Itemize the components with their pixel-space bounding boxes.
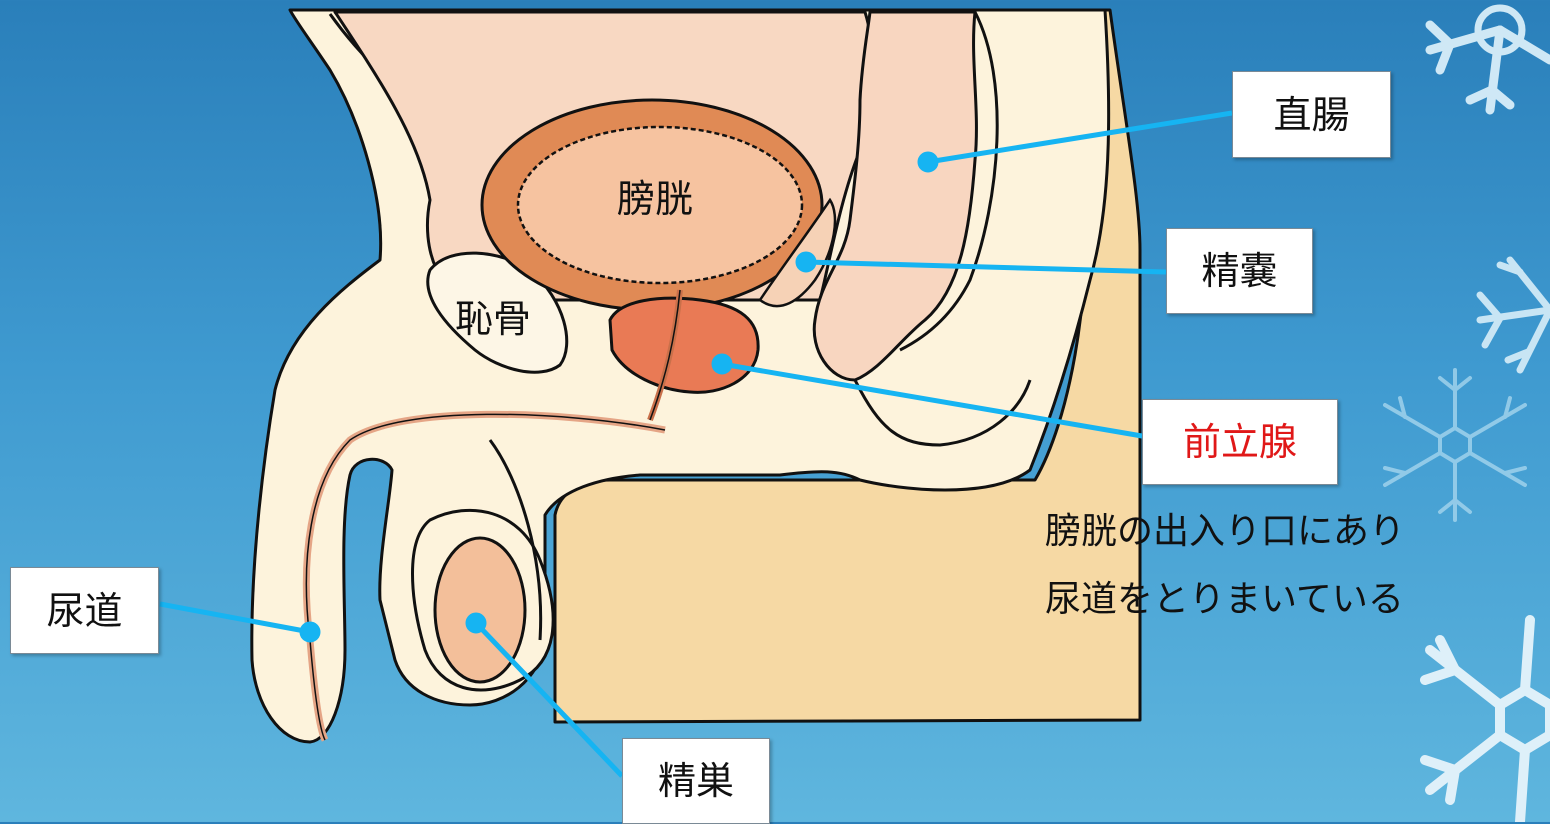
snowflake-icon <box>1385 370 1525 520</box>
snowflake-icon <box>1425 620 1550 822</box>
seminal-vesicle-label: 精嚢 <box>1166 228 1313 314</box>
urethra-label: 尿道 <box>10 567 159 654</box>
prostate-description-line2: 尿道をとりまいている <box>1045 576 1404 624</box>
bladder-label: 膀胱 <box>617 180 693 218</box>
rectum-label: 直腸 <box>1232 71 1391 158</box>
snowflake-icon <box>1480 260 1550 370</box>
snowflake-icon <box>1430 8 1550 110</box>
testis-label: 精巣 <box>622 738 770 824</box>
pubic-bone-label: 恥骨 <box>455 300 531 338</box>
prostate-description-line1: 膀胱の出入り口にあり <box>1045 508 1405 556</box>
prostate-label: 前立腺 <box>1142 399 1338 485</box>
